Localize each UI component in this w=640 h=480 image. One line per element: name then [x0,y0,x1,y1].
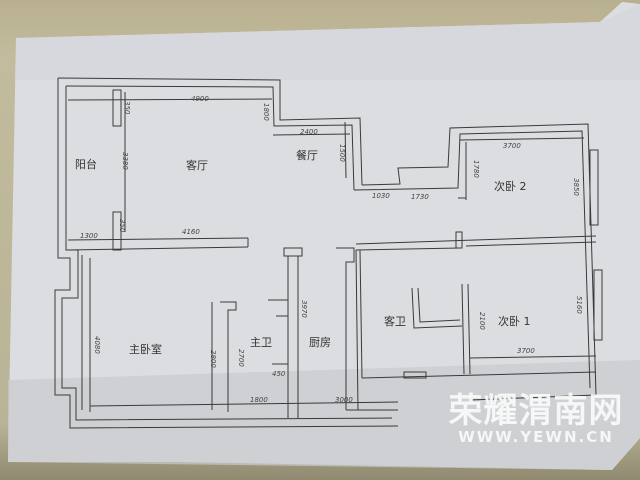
paper-sheet [8,2,640,470]
room-label-master-bedroom: 主卧室 [129,343,162,356]
dim-bedroom2-left: 1780 [472,160,480,178]
dim-bedroom1-left: 2100 [478,312,486,330]
room-label-master-bath: 主卫 [250,336,272,349]
dim-corridor-right: 1730 [411,193,429,201]
room-label-dining-room: 餐厅 [296,149,318,162]
watermark-title: 荣耀渭南网 [448,391,624,431]
dim-kitchen-width: 3000 [335,396,353,404]
dim-bath-small: 450 [272,370,286,378]
dim-bath-width: 1800 [250,396,268,404]
watermark-url: WWW.YEWN.CN [458,428,614,446]
dim-living-bottom-width: 4160 [182,228,200,236]
room-label-second-bedroom-2: 次卧 2 [494,180,527,193]
dim-master-height: 4080 [93,336,101,354]
dim-balcony-top-wall: 350 [123,101,131,115]
dim-kitchen-height: 3970 [300,300,308,318]
dim-living-top-right: 1800 [262,103,270,121]
dim-living-top-width: 4900 [191,95,209,103]
room-label-guest-bath: 客卫 [384,315,406,328]
room-label-kitchen: 厨房 [309,336,331,349]
dim-bedroom2-height: 3850 [572,178,580,196]
dim-dining-height: 1500 [338,144,346,162]
dim-balcony-width: 1300 [80,232,98,240]
dim-balcony-wall-small: 350 [118,219,126,233]
dim-bedroom2-width: 3700 [503,142,521,150]
dim-corridor-left: 1030 [372,192,390,200]
dim-dining-width: 2400 [300,128,318,136]
floor-plan-walls [54,77,603,429]
room-label-balcony: 阳台 [75,158,97,171]
room-label-living-room: 客厅 [186,159,208,172]
dim-bedroom1-width: 3700 [517,347,535,355]
dim-bath-height: 2700 [237,349,245,367]
watermark: 荣耀渭南网 WWW.YEWN.CN [436,393,636,445]
room-label-second-bedroom-1: 次卧 1 [498,315,531,328]
dim-bedroom1-height: 5160 [575,296,583,314]
dim-master-wall: 2800 [209,350,217,368]
dim-living-height: 3380 [121,152,129,170]
